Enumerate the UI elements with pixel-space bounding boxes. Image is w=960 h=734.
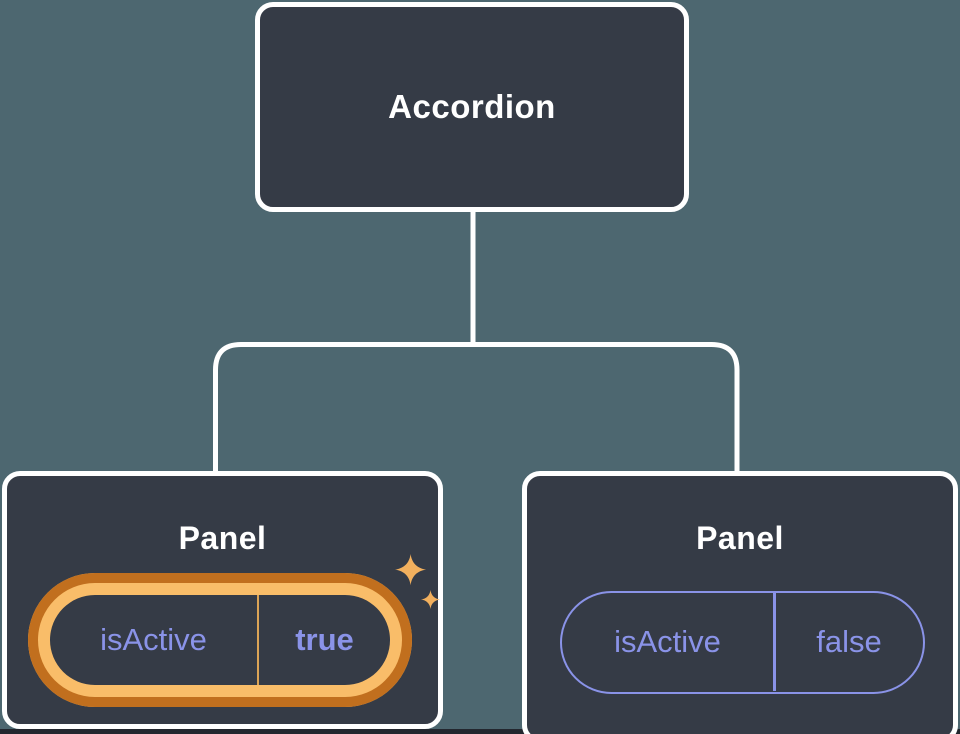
state-value-active: true (295, 622, 354, 657)
sparkle-icon (395, 554, 440, 609)
panel-inactive-label: Panel (696, 520, 784, 556)
connector-branch (213, 342, 740, 471)
panel-active-label: Panel (178, 520, 267, 556)
accordion-node-label: Accordion (388, 88, 556, 125)
panel-node-inactive: Panel isActive false (522, 471, 958, 734)
pill-divider-inactive (773, 593, 776, 691)
state-pill-inactive: isActive false (560, 591, 925, 694)
state-pill-active: isActive true (28, 573, 412, 707)
accordion-node: Accordion (255, 2, 689, 212)
state-key-inactive: isActive (614, 624, 721, 659)
state-value-inactive: false (816, 624, 882, 659)
pill-divider-active (257, 595, 259, 685)
panel-node-active: Panel isActive true (2, 471, 443, 729)
state-key-active: isActive (100, 622, 207, 657)
page-background-edge (0, 729, 960, 734)
